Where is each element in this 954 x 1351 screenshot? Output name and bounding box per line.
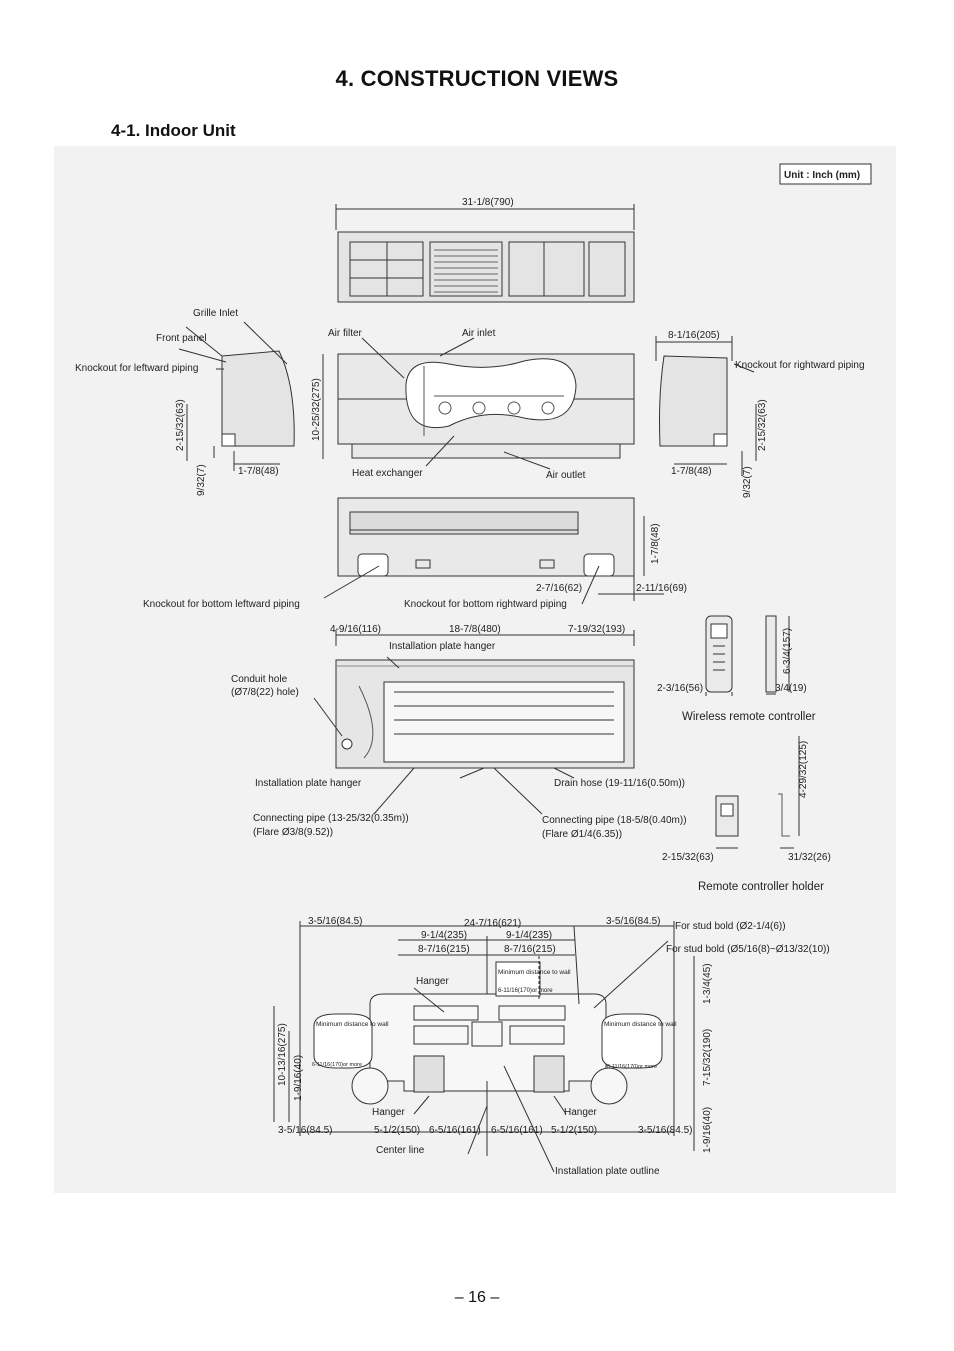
dim-remote-height: 6-3/4(157) [782, 628, 793, 674]
dim-rear-4-9-16: 4-9/16(116) [330, 624, 381, 635]
label-min-dist-left-val: 6-11/16(170)or more [312, 1062, 362, 1068]
label-drain-hose: Drain hose (19-11/16(0.50m)) [554, 778, 685, 789]
dim-bottom-5-1-2-b: 5-1/2(150) [551, 1125, 597, 1136]
page-title: 4. CONSTRUCTION VIEWS [335, 66, 619, 91]
dim-bottom-2-7-16: 2-7/16(62) [536, 583, 582, 594]
dim-plate-8-7-16-a: 8-7/16(215) [418, 944, 470, 955]
label-knockout-bottom-left: Knockout for bottom leftward piping [143, 599, 300, 610]
dim-width-top: 31-1/8(790) [462, 197, 514, 208]
dim-left-1-7-8: 1-7/8(48) [238, 466, 279, 477]
dim-rear-18-7-8: 18-7/8(480) [449, 624, 501, 635]
section-subtitle: 4-1. Indoor Unit [111, 121, 236, 140]
unit-label: Unit : Inch (mm) [784, 170, 860, 181]
label-air-filter: Air filter [328, 328, 363, 339]
label-pipe-left-flare: (Flare Ø3/8(9.52)) [253, 827, 333, 838]
label-min-dist-top: Minimum distance to wall [498, 969, 571, 976]
remote-holder [715, 736, 800, 849]
label-stud-bold-1: For stud bold (Ø2-1/4(6)) [675, 921, 786, 932]
dim-bottom-2-11-16: 2-11/16(69) [636, 583, 687, 594]
dim-holder-width: 2-15/32(63) [662, 852, 714, 863]
rear-view [313, 630, 635, 815]
label-holder-caption: Remote controller holder [698, 881, 824, 893]
dim-depth: 8-1/16(205) [668, 330, 720, 341]
label-plate-outline: Installation plate outline [555, 1166, 660, 1177]
dim-plate-1-9-16-right: 1-9/16(40) [702, 1107, 713, 1153]
label-conduit-hole-size: (Ø7/8(22) hole) [231, 687, 299, 698]
label-min-dist-right: Minimum distance to wall [604, 1021, 677, 1028]
unit-box [779, 163, 872, 185]
label-pipe-left: Connecting pipe (13-25/32(0.35m)) [253, 813, 409, 824]
dim-holder-height: 4-29/32(125) [798, 741, 809, 798]
dim-right-9-32: 9/32(7) [742, 466, 753, 498]
dim-bottom-6-5-16-b: 6-5/16(161) [491, 1125, 543, 1136]
dim-plate-height: 10-13/16(275) [277, 1023, 288, 1086]
dim-plate-8-7-16-b: 8-7/16(215) [504, 944, 556, 955]
dim-plate-1-9-16-left: 1-9/16(40) [293, 1055, 304, 1101]
dim-left-9-32: 9/32(7) [196, 464, 207, 496]
dim-plate-right-offset: 3-5/16(84.5) [606, 916, 660, 927]
label-knockout-bottom-right: Knockout for bottom rightward piping [404, 599, 567, 610]
dim-plate-9-1-4-a: 9-1/4(235) [421, 930, 467, 941]
right-side-view [655, 336, 757, 476]
label-conduit-hole: Conduit hole [231, 674, 288, 685]
dim-height-main: 10-25/32(275) [311, 378, 322, 441]
label-hanger-left: Hanger [372, 1107, 405, 1118]
label-stud-bold-2: For stud bold (Ø5/16(8)~Ø13/32(10)) [666, 944, 830, 955]
installation-plate [273, 921, 695, 1173]
dim-bottom-6-5-16-a: 6-5/16(161) [429, 1125, 481, 1136]
label-front-panel: Front panel [156, 333, 207, 344]
construction-drawing: Unit : Inch (mm) 31-1/8(790) Grille Inle… [54, 146, 896, 1193]
label-air-outlet: Air outlet [546, 470, 586, 481]
label-plate-hanger-bottom: Installation plate hanger [255, 778, 362, 789]
page-number: – 16 – [454, 1289, 500, 1306]
label-pipe-right: Connecting pipe (18-5/8(0.40m)) [542, 815, 687, 826]
dim-plate-7-15-32: 7-15/32(190) [702, 1029, 713, 1086]
label-air-inlet: Air inlet [462, 328, 496, 339]
label-remote-caption: Wireless remote controller [682, 711, 816, 723]
label-min-dist-top-val: 6-11/16(170)or more [498, 988, 553, 994]
dim-plate-left-offset: 3-5/16(84.5) [308, 916, 362, 927]
dim-right-2-15-32: 2-15/32(63) [757, 399, 768, 451]
dim-remote-depth: 3/4(19) [775, 683, 807, 694]
top-view [335, 204, 635, 303]
dim-bottom-left-offset: 3-5/16(84.5) [278, 1125, 332, 1136]
label-pipe-right-flare: (Flare Ø1/4(6.35)) [542, 829, 622, 840]
dim-plate-total: 24-7/16(621) [464, 918, 521, 929]
dim-holder-depth: 31/32(26) [788, 852, 831, 863]
label-hanger-right: Hanger [564, 1107, 597, 1118]
dim-rear-7-19-32: 7-19/32(193) [568, 624, 625, 635]
dim-left-2-15-32: 2-15/32(63) [175, 399, 186, 451]
label-knockout-right: Knockout for rightward piping [735, 360, 865, 371]
bottom-view [323, 497, 664, 605]
dim-remote-width: 2-3/16(56) [657, 683, 703, 694]
dim-bottom-1-7-8: 1-7/8(48) [650, 523, 661, 564]
label-center-line: Center line [376, 1145, 425, 1156]
dim-bottom-5-1-2-a: 5-1/2(150) [374, 1125, 420, 1136]
label-heat-exchanger: Heat exchanger [352, 468, 423, 479]
dim-plate-1-3-4: 1-3/4(45) [702, 963, 713, 1004]
label-knockout-left: Knockout for leftward piping [75, 363, 198, 374]
dim-bottom-right-offset: 3-5/16(84.5) [638, 1125, 692, 1136]
drawing-svg: Unit : Inch (mm) 31-1/8(790) Grille Inle… [75, 163, 872, 1177]
remote-controller [705, 615, 790, 696]
label-min-dist-left: Minimum distance to wall [316, 1021, 389, 1028]
label-plate-hanger-top: Installation plate hanger [389, 641, 496, 652]
front-view [322, 337, 635, 470]
label-hanger-top: Hanger [416, 976, 449, 987]
label-grille-inlet: Grille Inlet [193, 308, 238, 319]
left-side-view [178, 321, 295, 471]
label-min-dist-right-val: 6-11/16(170)or more [607, 1064, 657, 1070]
dim-plate-9-1-4-b: 9-1/4(235) [506, 930, 552, 941]
dim-right-1-7-8: 1-7/8(48) [671, 466, 712, 477]
